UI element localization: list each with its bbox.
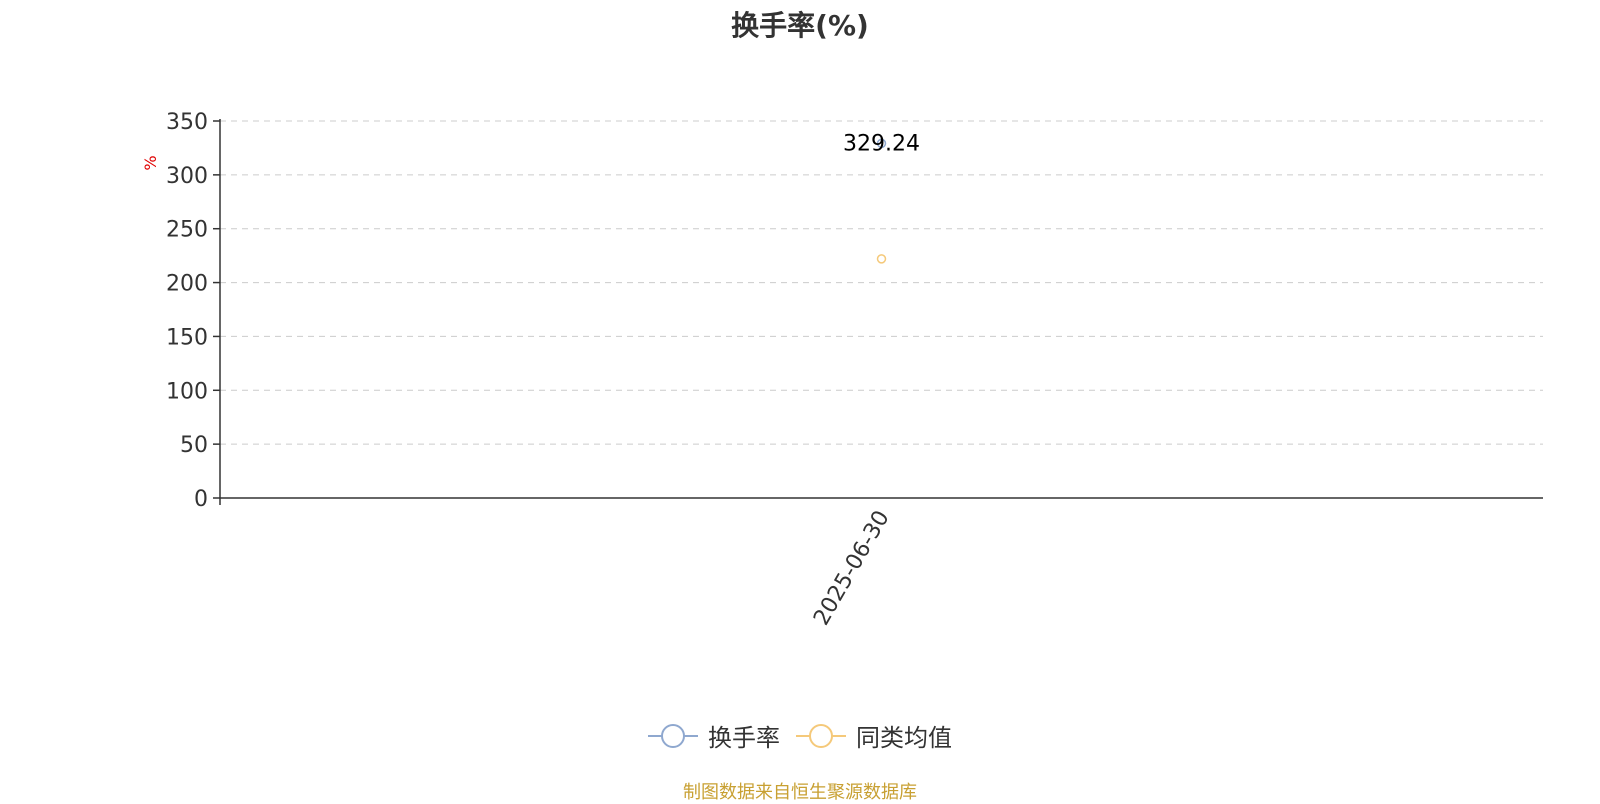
x-tick-label-0: 2025-06-30	[809, 507, 895, 630]
legend: 换手率 同类均值	[0, 718, 1600, 753]
y-tick-label-150: 150	[166, 325, 208, 350]
y-tick-label-50: 50	[180, 433, 208, 458]
legend-label-turnover: 换手率	[708, 724, 780, 752]
data-label-s0-0: 329.24	[843, 131, 920, 156]
chart-title: 换手率(%)	[731, 9, 869, 42]
y-tick-label-200: 200	[166, 272, 208, 297]
y-tick-label-350: 350	[166, 110, 208, 135]
y-tick-label-250: 250	[166, 218, 208, 243]
axes	[219, 119, 1543, 505]
y-tick-label-0: 0	[194, 487, 208, 512]
data-point-s0-0	[876, 138, 887, 149]
y-tick-label-300: 300	[166, 164, 208, 189]
source-note: 制图数据来自恒生聚源数据库	[683, 782, 917, 803]
grid-lines	[220, 120, 1543, 445]
legend-marker-peer-average	[796, 723, 846, 748]
y-tick-label-100: 100	[166, 379, 208, 404]
legend-item-turnover[interactable]: 换手率	[648, 718, 780, 753]
data-point-s1-0	[876, 254, 887, 264]
y-ticks: 0 50 100 150 200 250 300 350	[166, 110, 220, 512]
data-marks: 329.24	[843, 131, 920, 264]
x-ticks: 2025-06-30	[809, 507, 895, 630]
legend-marker-turnover	[648, 723, 698, 748]
legend-label-peer-average: 同类均值	[856, 724, 952, 752]
legend-item-peer-average[interactable]: 同类均值	[796, 718, 952, 753]
y-axis-label: %	[141, 155, 160, 170]
